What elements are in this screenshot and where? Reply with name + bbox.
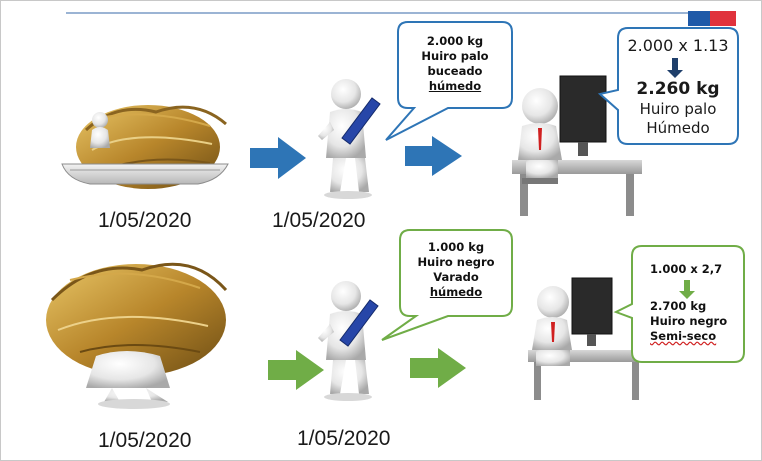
callout-worker-text: 1.000 kg Huiro negro Varado húmedo (410, 240, 502, 300)
calc-result: 2.260 kg (636, 79, 720, 99)
callout-worker-text: 2.000 kg Huiro palo buceado húmedo (408, 34, 502, 94)
calc-formula: 2.000 x 1.13 (627, 36, 729, 55)
calc-condition: Húmedo (646, 119, 710, 137)
person-at-computer-icon (528, 277, 646, 400)
callout-line: 1.000 kg (427, 240, 485, 254)
person-carrying-seaweed-icon (46, 262, 228, 409)
callout-computer-text: 2.000 x 1.13 2.260 kg Huiro palo Húmedo (620, 36, 736, 138)
callout-line: húmedo (429, 285, 483, 299)
date-label-worker: 1/05/2020 (272, 209, 366, 232)
callout-line: 2.000 kg (426, 34, 484, 48)
date-label-carrier: 1/05/2020 (98, 429, 192, 452)
calc-species: Huiro negro (650, 314, 728, 328)
arrow-down-icon (679, 280, 695, 299)
callout-line: húmedo (428, 79, 482, 93)
arrow-right-icon (410, 348, 466, 388)
person-at-computer-icon (512, 75, 642, 216)
arrow-down-icon (667, 58, 683, 78)
callout-bubble (597, 27, 739, 145)
callout-line: Huiro negro (417, 255, 495, 269)
callout-computer-text: 1.000 x 2,7 2.700 kg Huiro negro Semi-se… (650, 262, 740, 344)
callout-bubble (613, 245, 745, 363)
callout-bubble (385, 21, 513, 141)
callout-line: buceado (427, 64, 483, 78)
worker-with-tablet-icon (318, 281, 379, 401)
boat-with-seaweed-icon (61, 105, 229, 189)
arrow-right-icon (268, 350, 324, 390)
arrow-right-icon (405, 136, 462, 176)
callout-bubble (381, 229, 513, 341)
date-label-boat: 1/05/2020 (98, 209, 192, 232)
calc-formula: 1.000 x 2,7 (650, 262, 723, 276)
calc-species: Huiro palo (639, 100, 717, 118)
worker-with-tablet-icon (318, 79, 381, 199)
callout-line: Huiro palo (421, 49, 489, 63)
flag-icon (688, 11, 736, 26)
arrow-right-icon (250, 137, 306, 179)
calc-condition: Semi-seco (650, 329, 717, 343)
calc-result: 2.700 kg (650, 299, 707, 313)
date-label-worker: 1/05/2020 (297, 427, 391, 450)
callout-line: Varado (433, 270, 479, 284)
